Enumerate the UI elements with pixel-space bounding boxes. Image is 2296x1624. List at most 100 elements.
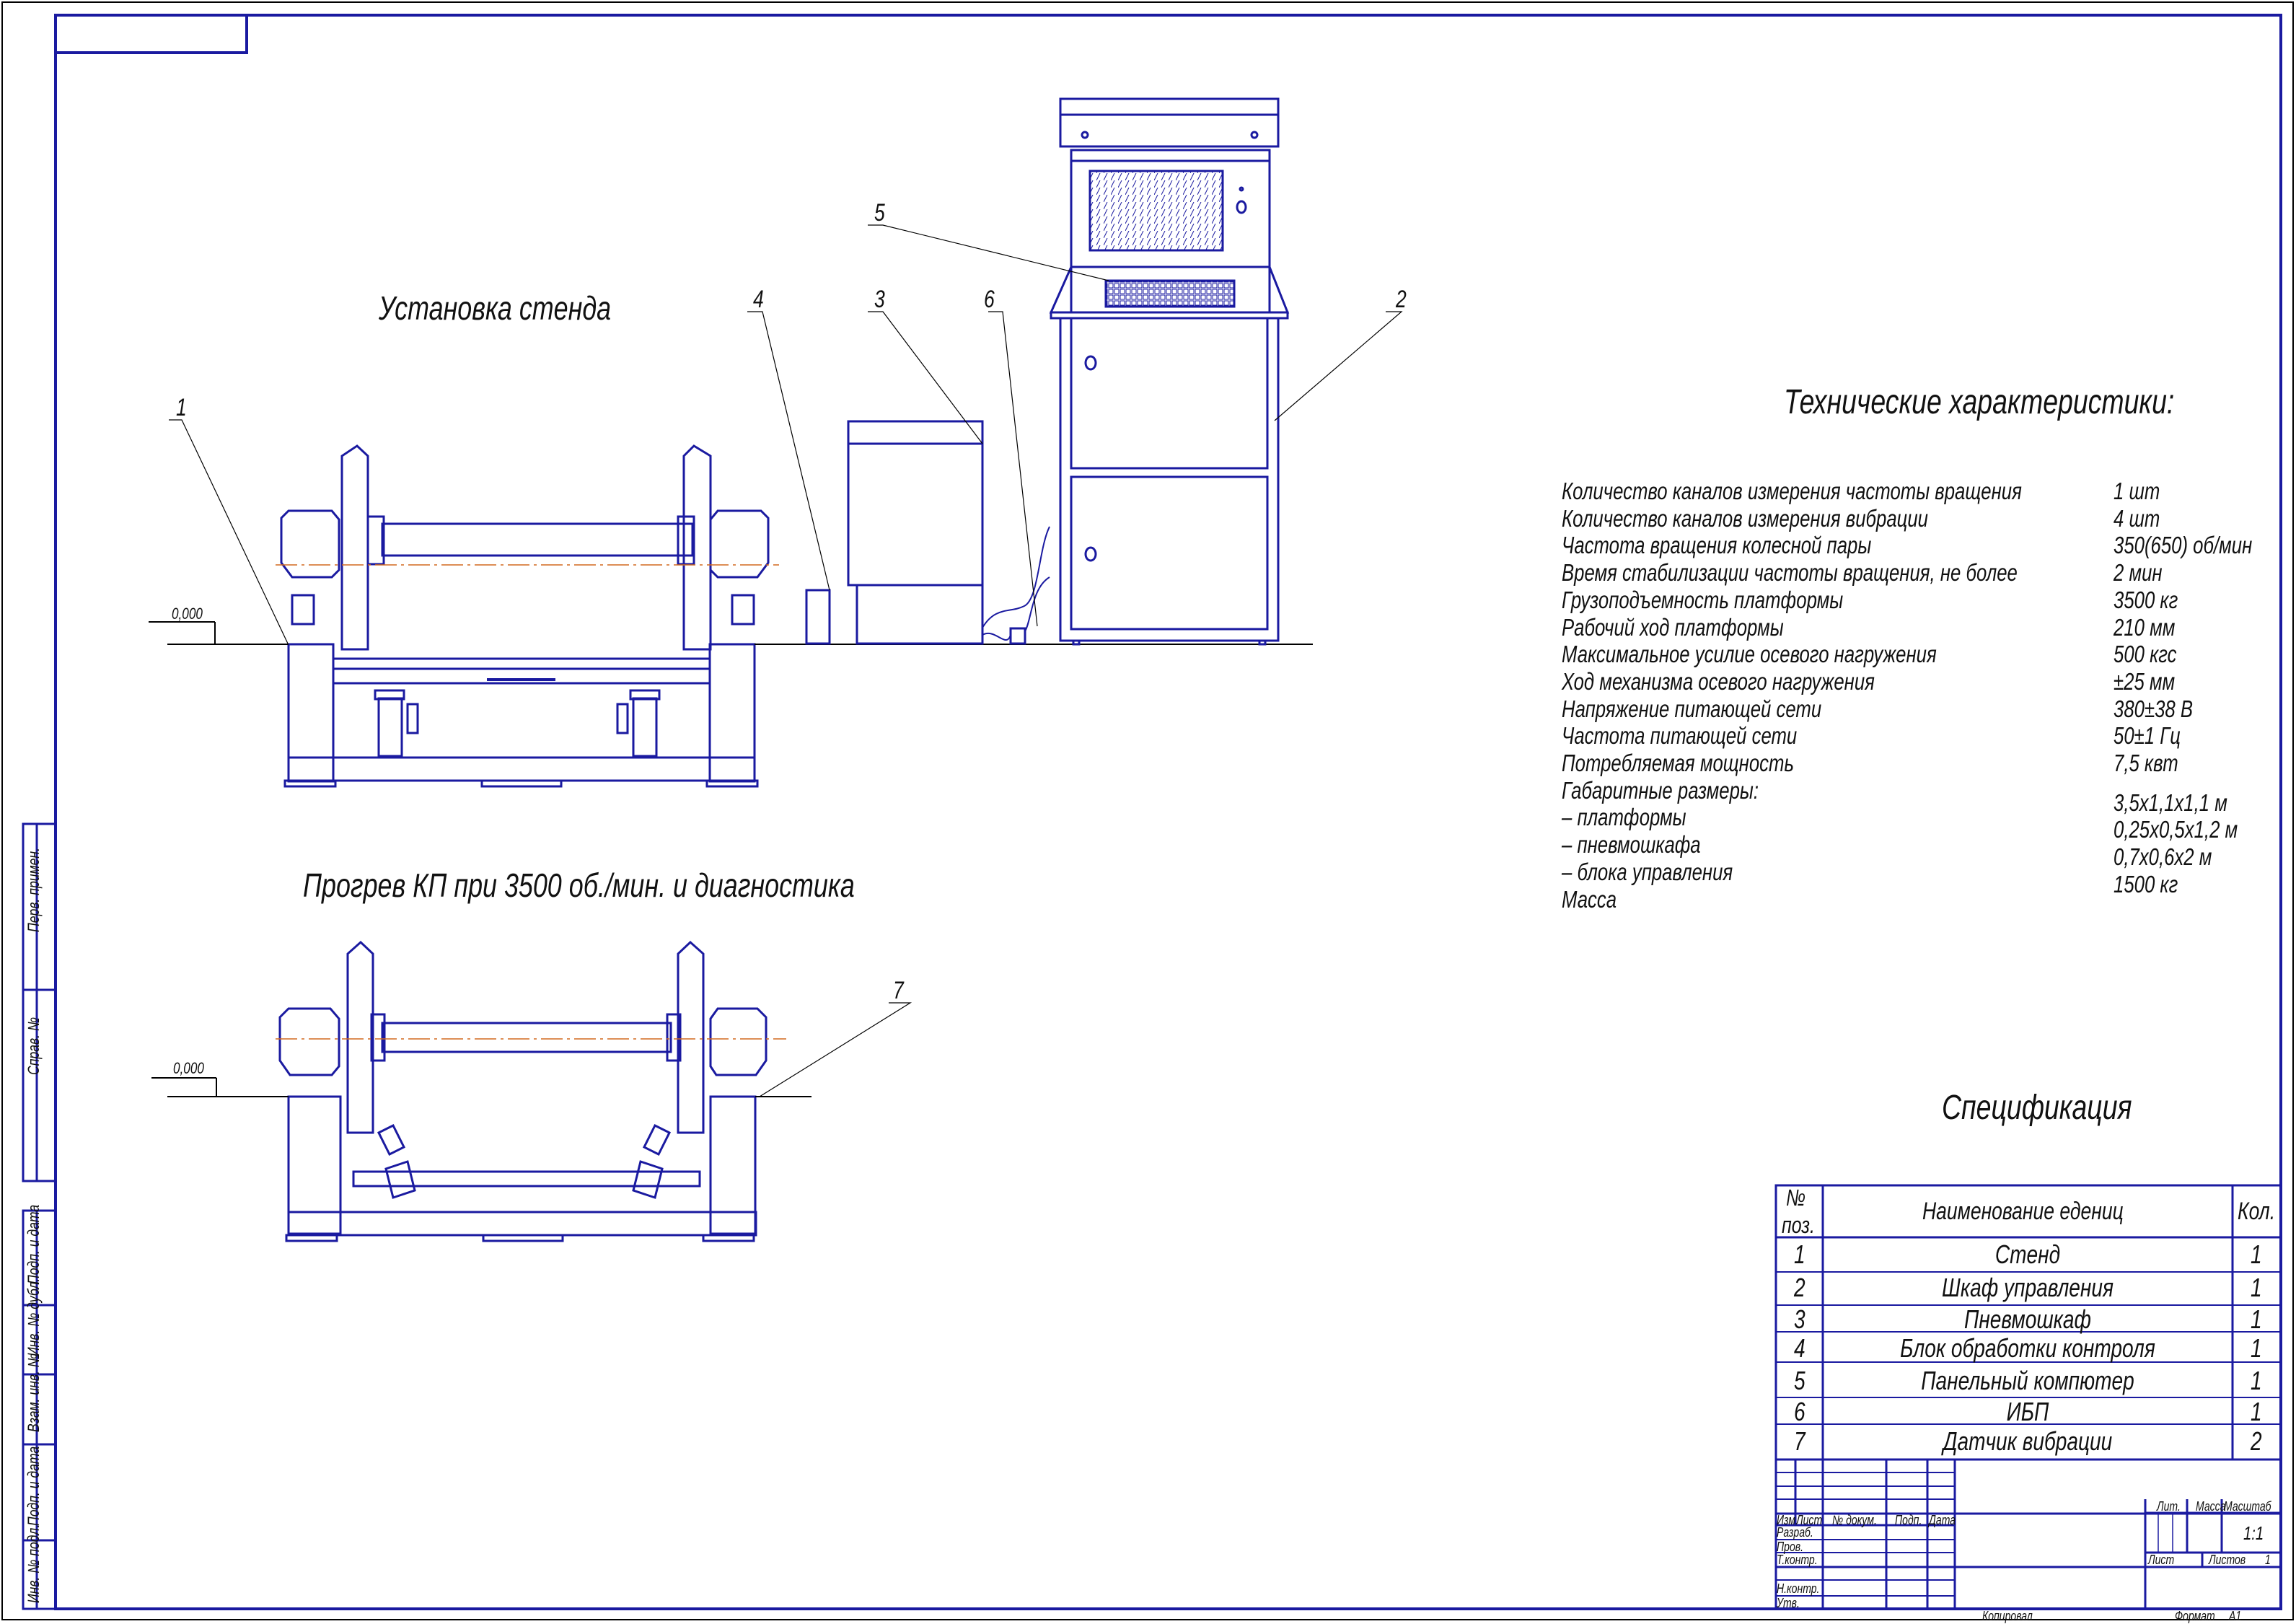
- spec-row-name: Пневмошкаф: [1964, 1304, 2091, 1334]
- spec-row-pos: 3: [1794, 1304, 1805, 1334]
- tech-row-label: Частота питающей сети: [1562, 722, 1798, 750]
- tech-row-value: 3,5x1,1x1,1 м: [2114, 789, 2227, 816]
- tech-row-value: 1 шт: [2114, 478, 2160, 504]
- tb-list: Лист: [1796, 1513, 1823, 1527]
- callout-1: 1: [176, 394, 187, 421]
- tech-row-label: Количество каналов измерения вибрации: [1562, 504, 1929, 532]
- control-cabinet: [1059, 97, 1280, 148]
- tb-prov: Пров.: [1777, 1540, 1804, 1554]
- tb-razrab: Разраб.: [1777, 1525, 1813, 1540]
- spec-row-qty: 1: [2251, 1366, 2262, 1395]
- tb-doc-no: № докум.: [1832, 1513, 1877, 1527]
- spec-row-pos: 5: [1794, 1366, 1805, 1395]
- tb-scale-value: 1:1: [2243, 1522, 2264, 1544]
- tech-row-value: ±25 мм: [2114, 667, 2176, 695]
- side-label-sprav-no: Справ. №: [25, 1017, 43, 1075]
- stand-install-view: [280, 444, 770, 788]
- spec-row-name: Шкаф управления: [1942, 1273, 2114, 1302]
- spec-row-qty: 1: [2251, 1397, 2262, 1426]
- tech-row-label: Напряжение питающей сети: [1562, 695, 1822, 722]
- tb-data: Дата: [1929, 1513, 1956, 1527]
- tb-massa: Масса: [2196, 1499, 2226, 1514]
- tb-sheets: Листов: [2209, 1553, 2246, 1567]
- tech-row-value: 210 мм: [2114, 613, 2176, 641]
- tech-row-label: – пневмошкафа: [1562, 831, 1701, 859]
- tech-row-value: 50±1 Гц: [2114, 722, 2181, 750]
- leader-lines: [169, 224, 1403, 1097]
- tb-izm: Изм: [1777, 1513, 1796, 1527]
- spec-row-name: Стенд: [1994, 1239, 2061, 1269]
- tb-tkontr: Т.контр.: [1777, 1553, 1818, 1567]
- tb-sheets-value: 1: [2265, 1553, 2271, 1567]
- side-label-perv-primen: Перв. примен.: [25, 848, 43, 932]
- tech-row-label: Частота вращения колесной пары: [1562, 532, 1872, 559]
- callout-7: 7: [893, 977, 904, 1004]
- tech-row-value: 0,25x0,5x1,2 м: [2114, 816, 2238, 843]
- tech-row-value: 0,7x0,6x2 м: [2114, 843, 2212, 871]
- heating-view-title: Прогрев КП при 3500 об./мин. и диагности…: [303, 866, 855, 904]
- side-label-podp-data-1: Подп. и дата: [25, 1204, 43, 1284]
- spec-header-qty: Кол.: [2238, 1198, 2276, 1225]
- side-label-inv-dubl: Инв. № дубл.: [25, 1278, 43, 1356]
- keyboard: [1104, 279, 1236, 308]
- spec-row-pos: 6: [1794, 1397, 1805, 1426]
- tb-nkontr: Н.контр.: [1777, 1581, 1820, 1596]
- tech-row-value: 3500 кг: [2114, 586, 2178, 613]
- inner-frame: [54, 14, 2282, 1610]
- tb-format-value: A1: [2229, 1609, 2242, 1623]
- spec-row-pos: 7: [1794, 1426, 1805, 1456]
- level-mark-top: [149, 621, 1313, 645]
- tech-row-label: Количество каналов измерения частоты вра…: [1562, 478, 2022, 504]
- tb-sheet: Лист: [2148, 1553, 2175, 1567]
- tech-row-label: – блока управления: [1562, 858, 1733, 885]
- control-processing-unit: [805, 589, 831, 645]
- tb-podp: Подп.: [1895, 1513, 1922, 1527]
- install-view-title: Установка стенда: [379, 289, 612, 327]
- title-block-grid: [1774, 1458, 2282, 1610]
- tb-lit: Лит.: [2157, 1499, 2181, 1514]
- spec-header-pos-line2: поз.: [1782, 1212, 1815, 1238]
- pneumatic-cabinet: [847, 420, 984, 587]
- tech-title: Технические характеристики:: [1784, 383, 2175, 421]
- spec-row-qty: 1: [2251, 1304, 2262, 1334]
- tech-row-label: Потребляемая мощность: [1562, 750, 1795, 776]
- tb-masshtab: Масштаб: [2224, 1499, 2271, 1514]
- equipment-group: [805, 97, 1290, 646]
- tech-row-value: 4 шт: [2114, 504, 2160, 532]
- spec-row-name: Панельный компютер: [1921, 1366, 2134, 1395]
- tech-row-label: Время стабилизации частоты вращения, не …: [1562, 559, 2018, 587]
- tech-row-label: – платформы: [1562, 804, 1686, 831]
- heating-view: [278, 940, 767, 1242]
- spec-row-qty: 1: [2251, 1239, 2262, 1269]
- side-label-podp-data-2: Подп. и дата: [25, 1446, 43, 1526]
- tech-row-value: 500 кгс: [2114, 641, 2177, 668]
- tech-row-label: Габаритные размеры:: [1562, 776, 1759, 804]
- monitor-screen: [1088, 170, 1224, 252]
- tech-row-label: Ход механизма осевого нагружения: [1562, 667, 1875, 695]
- spec-row-qty: 1: [2251, 1333, 2262, 1363]
- tech-row-label: Максимальное усилие осевого нагружения: [1562, 641, 1937, 668]
- spec-row-qty: 2: [2251, 1426, 2262, 1456]
- tech-row-label: Рабочий ход платформы: [1562, 613, 1784, 641]
- tech-row-value: 1500 кг: [2114, 870, 2178, 897]
- side-strip: [22, 822, 57, 1610]
- spec-header-pos-line1: №: [1786, 1185, 1806, 1211]
- spec-row-name: Блок обработки контроля: [1900, 1333, 2155, 1363]
- ups: [1009, 627, 1026, 645]
- tech-row-value: 2 мин: [2114, 559, 2163, 587]
- spec-header-name: Наименование едениц: [1922, 1198, 2124, 1225]
- callout-6: 6: [984, 286, 995, 313]
- callout-3: 3: [874, 286, 885, 313]
- callout-5: 5: [874, 199, 885, 227]
- tech-row-label: Масса: [1562, 885, 1617, 913]
- callout-2: 2: [1396, 286, 1407, 313]
- level-mark-bottom-label: 0,000: [173, 1059, 204, 1077]
- side-label-inv-podl: Инв. № подл.: [25, 1524, 43, 1603]
- spec-row-pos: 1: [1794, 1239, 1805, 1269]
- spec-row-pos: 4: [1794, 1333, 1805, 1363]
- level-mark-bottom: [151, 1077, 811, 1097]
- tb-format-label: Формат: [2175, 1609, 2215, 1623]
- tech-row-label: Грузоподъемность платформы: [1562, 586, 1844, 613]
- spec-row-name: Датчик вибрации: [1943, 1426, 2113, 1456]
